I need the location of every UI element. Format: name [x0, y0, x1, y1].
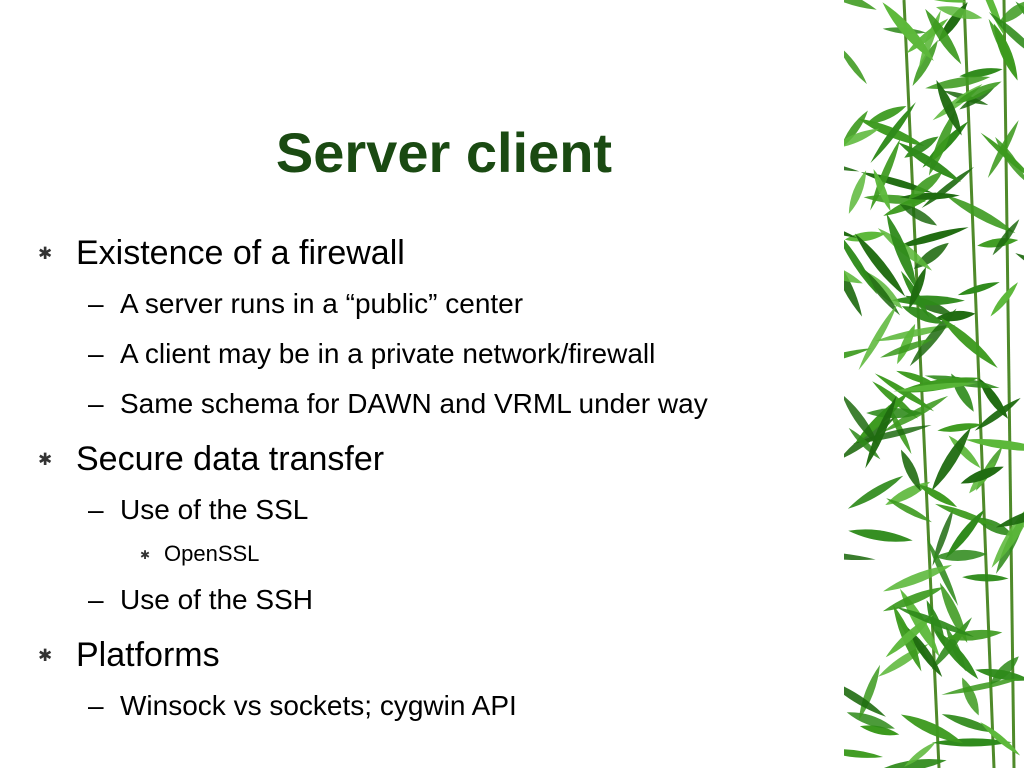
sub-bullet-private-network: A client may be in a private network/fir…	[120, 338, 656, 369]
dash-bullet-icon: –	[88, 584, 104, 615]
asterisk-bullet-icon: ✱	[140, 548, 151, 562]
slide-title: Server client	[275, 121, 613, 184]
bullet-existence-of-firewall: Existence of a firewall	[76, 234, 405, 272]
sub-bullet-use-ssh: Use of the SSH	[120, 584, 313, 615]
dash-bullet-icon: –	[88, 338, 104, 369]
dash-bullet-icon: –	[88, 288, 104, 319]
sub-bullet-public-center: A server runs in a “public” center	[120, 288, 524, 319]
asterisk-bullet-icon: ✱	[38, 450, 53, 470]
bullet-secure-data-transfer: Secure data transfer	[76, 440, 385, 478]
sub-sub-bullet-openssl: OpenSSL	[164, 541, 260, 566]
bullet-platforms: Platforms	[76, 636, 220, 674]
sub-bullet-use-ssl: Use of the SSL	[120, 494, 309, 525]
sub-bullet-dawn-vrml: Same schema for DAWN and VRML under way	[120, 388, 708, 419]
bamboo-leaves-decoration	[844, 0, 1024, 768]
dash-bullet-icon: –	[88, 388, 104, 419]
asterisk-bullet-icon: ✱	[38, 244, 53, 264]
asterisk-bullet-icon: ✱	[38, 646, 53, 666]
dash-bullet-icon: –	[88, 690, 104, 721]
sub-bullet-winsock: Winsock vs sockets; cygwin API	[120, 690, 517, 721]
dash-bullet-icon: –	[88, 494, 104, 525]
